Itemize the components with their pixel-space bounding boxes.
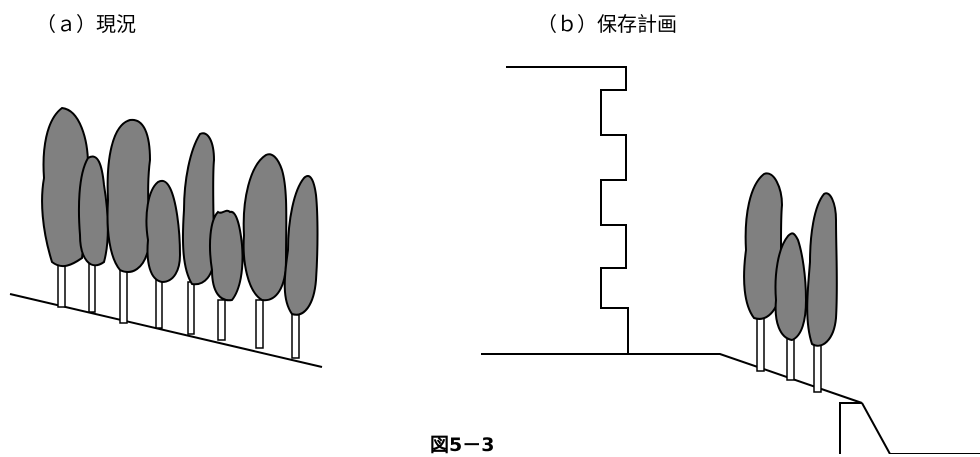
panel-a-drawing [9,106,323,368]
sloped-ground-line [9,293,323,368]
tree [743,172,784,372]
tree [806,192,838,393]
tree [283,175,319,359]
tree [774,232,808,381]
panel-b-label: （ｂ）保存計画 [537,12,677,36]
stepped-wall-line [506,66,629,354]
tree [181,132,216,335]
panel-a-label: （ａ）現況 [36,12,136,36]
panel-b-drawing [481,66,980,454]
tree [242,153,288,349]
retaining-structure-line [861,402,980,454]
tree [209,209,244,341]
tree [106,118,152,324]
tree [77,155,109,313]
tree [145,179,182,329]
ground-and-slope-line [481,353,863,454]
figure-caption: 図5－3 [430,434,495,456]
